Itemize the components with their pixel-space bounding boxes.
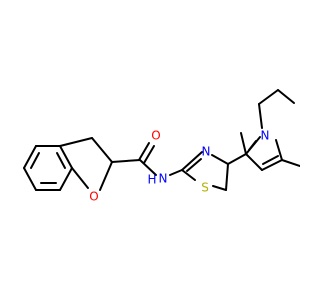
bond-methyl-right	[281, 159, 300, 167]
atom-label-thiazole-sulfur: S	[201, 181, 209, 195]
bond-benzene-3	[59, 145, 73, 169]
bond-thiazole-4	[225, 163, 229, 191]
bond-carbonyl-double-b	[143, 145, 155, 164]
bond-carbonyl-nitrogen	[139, 159, 157, 176]
bond-pyrrole-3	[275, 139, 283, 161]
bond-propyl-1	[258, 103, 263, 129]
bond-pyrrole-inner	[262, 155, 279, 165]
bond-furan-2	[91, 137, 113, 163]
bond-benzene-4	[59, 167, 73, 191]
atom-label-carbonyl-oxygen: O	[151, 129, 160, 143]
bond-network	[23, 89, 300, 191]
bond-benzene-6	[23, 167, 37, 191]
bond-pyrrole-1	[245, 153, 263, 171]
bond-furan-3	[99, 161, 113, 191]
bond-benzene-inner-1	[30, 152, 40, 169]
atom-labels: O O N H N S N	[89, 129, 269, 204]
bond-thiazole-1	[181, 169, 196, 181]
bond-pyrrole-2	[261, 159, 283, 171]
bond-propyl-2	[258, 89, 279, 105]
bond-thiazole-2	[181, 151, 203, 171]
atom-label-pyrrole-nitrogen: N	[261, 129, 270, 143]
bond-benzene-1	[23, 145, 37, 169]
bond-propyl-3	[277, 89, 295, 104]
atom-label-amide-nitrogen: N	[159, 172, 168, 186]
atom-label-ring-oxygen: O	[89, 190, 98, 204]
molecule-structure: O O N H N S N	[23, 89, 300, 204]
bond-thiazole-pyrrole	[227, 153, 247, 165]
bond-carbonyl-double-a	[138, 142, 150, 161]
bond-benzene-inner-2	[56, 152, 66, 169]
bond-thiazole-inner	[186, 158, 202, 172]
bond-furan-4	[71, 167, 89, 189]
atom-label-amide-hydrogen: H	[147, 173, 156, 187]
bond-thiazole-3	[212, 185, 227, 191]
bond-furan-1	[59, 137, 93, 147]
bond-nitrogen-thiazole	[169, 169, 183, 176]
bond-pyrrole-inner-2	[248, 140, 257, 151]
bond-thiazole-5	[211, 154, 229, 165]
atom-label-thiazole-nitrogen: N	[202, 145, 211, 159]
bond-methyl-left	[240, 132, 247, 155]
bond-c2-carbonyl	[111, 159, 141, 163]
